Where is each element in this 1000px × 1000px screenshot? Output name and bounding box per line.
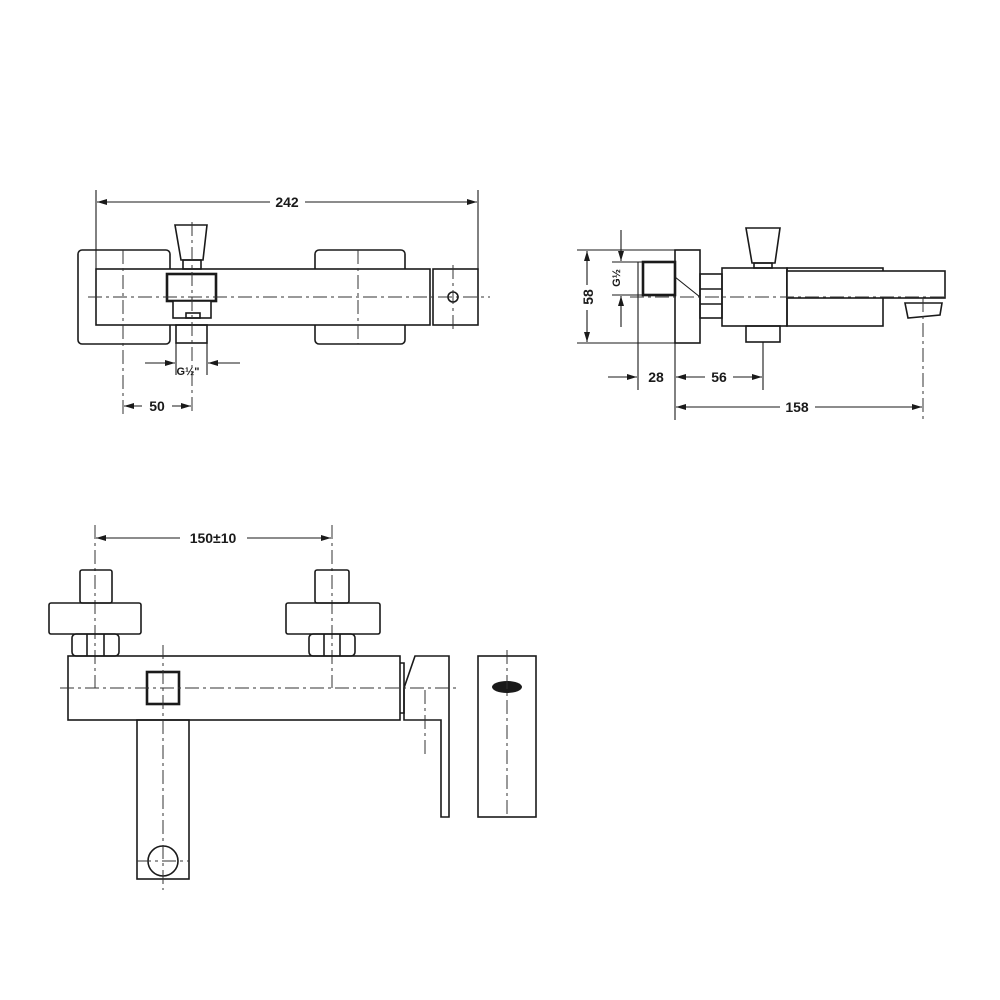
dimension-depth: 28 — [648, 369, 664, 385]
side-knob — [745, 227, 781, 264]
inlet-thread-label: G½" — [177, 366, 200, 378]
right-flange — [285, 602, 381, 635]
lever-handle — [403, 655, 450, 818]
dimension-spout-reach: 158 — [785, 399, 809, 415]
left-inlet-stem — [79, 569, 113, 604]
diverter-slot — [185, 312, 201, 319]
dimension-body-offset: 56 — [711, 369, 727, 385]
hex-nut — [699, 273, 723, 319]
dimension-offset: 50 — [149, 398, 165, 414]
inlet-thread — [641, 260, 677, 297]
side-knob-stem — [753, 262, 773, 269]
dimension-height: 58 — [580, 289, 596, 305]
side-outlet — [745, 325, 781, 343]
top-view: 242 G½" 50 — [77, 190, 490, 415]
spout — [786, 270, 946, 299]
diverter-knob — [174, 224, 208, 261]
aerator — [904, 302, 943, 319]
front-view: 150±10 — [48, 525, 537, 890]
side-thread-label: G½ — [611, 269, 623, 287]
side-view: 58 G½ 28 56 158 — [577, 227, 946, 420]
dimension-width: 242 — [275, 194, 299, 210]
dimension-centers: 150±10 — [190, 530, 237, 546]
